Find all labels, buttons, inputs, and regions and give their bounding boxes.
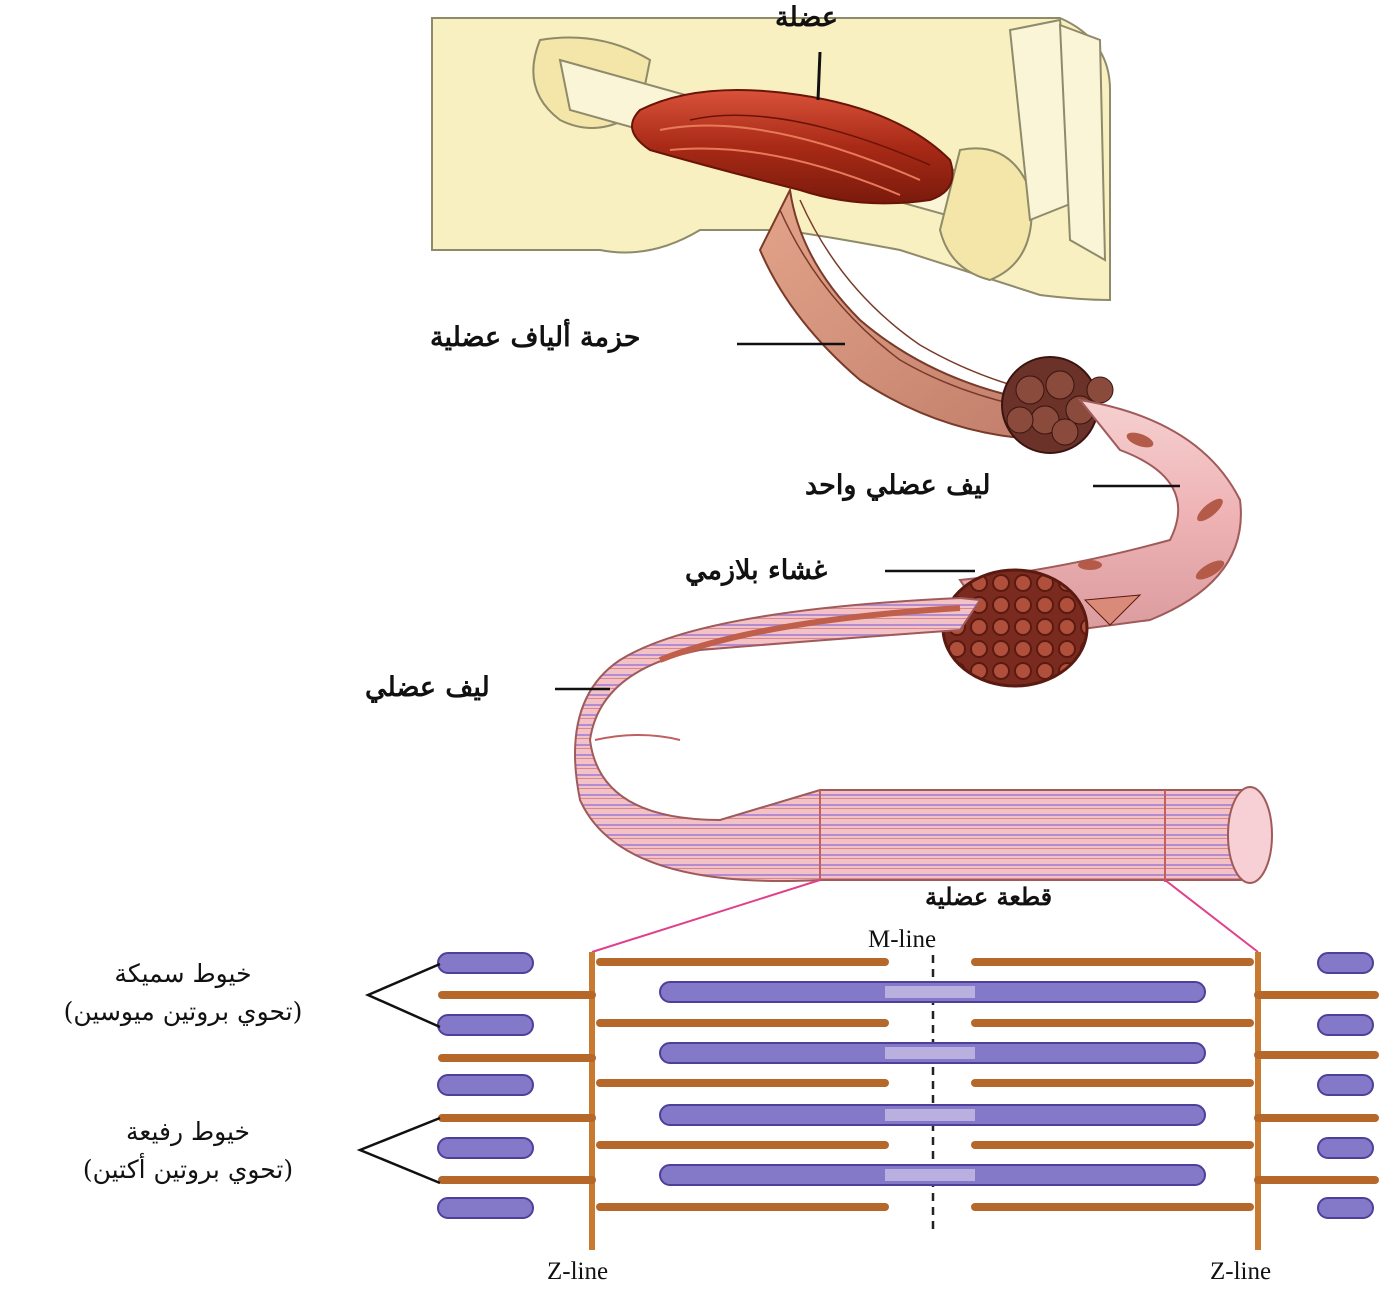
thick-filaments-title: خيوط سميكة (8, 955, 358, 993)
label-myofibril: ليف عضلي (365, 672, 490, 703)
label-thick-filaments: خيوط سميكة (تحوي بروتين ميوسين) (8, 955, 358, 1031)
myofibril-tube (555, 598, 1272, 883)
thin-filaments-title: خيوط رفيعة (18, 1113, 358, 1151)
label-membrane: غشاء بلازمي (685, 555, 827, 586)
label-z-line-right: Z-line (1210, 1258, 1271, 1286)
label-z-line-left: Z-line (547, 1258, 608, 1286)
thick-filaments-subtitle: (تحوي بروتين ميوسين) (8, 993, 358, 1031)
label-sarcomere: قطعة عضلية (925, 882, 1052, 911)
thin-filaments-subtitle: (تحوي بروتين أكتين) (18, 1151, 358, 1189)
label-fascicle: حزمة ألياف عضلية (430, 322, 641, 353)
label-m-line: M-line (868, 926, 936, 954)
label-brackets (360, 964, 440, 1183)
label-thin-filaments: خيوط رفيعة (تحوي بروتين أكتين) (18, 1113, 358, 1189)
sarcomere-detail (360, 952, 1375, 1250)
label-single-fiber: ليف عضلي واحد (805, 470, 991, 501)
label-muscle: عضلة (775, 2, 838, 33)
